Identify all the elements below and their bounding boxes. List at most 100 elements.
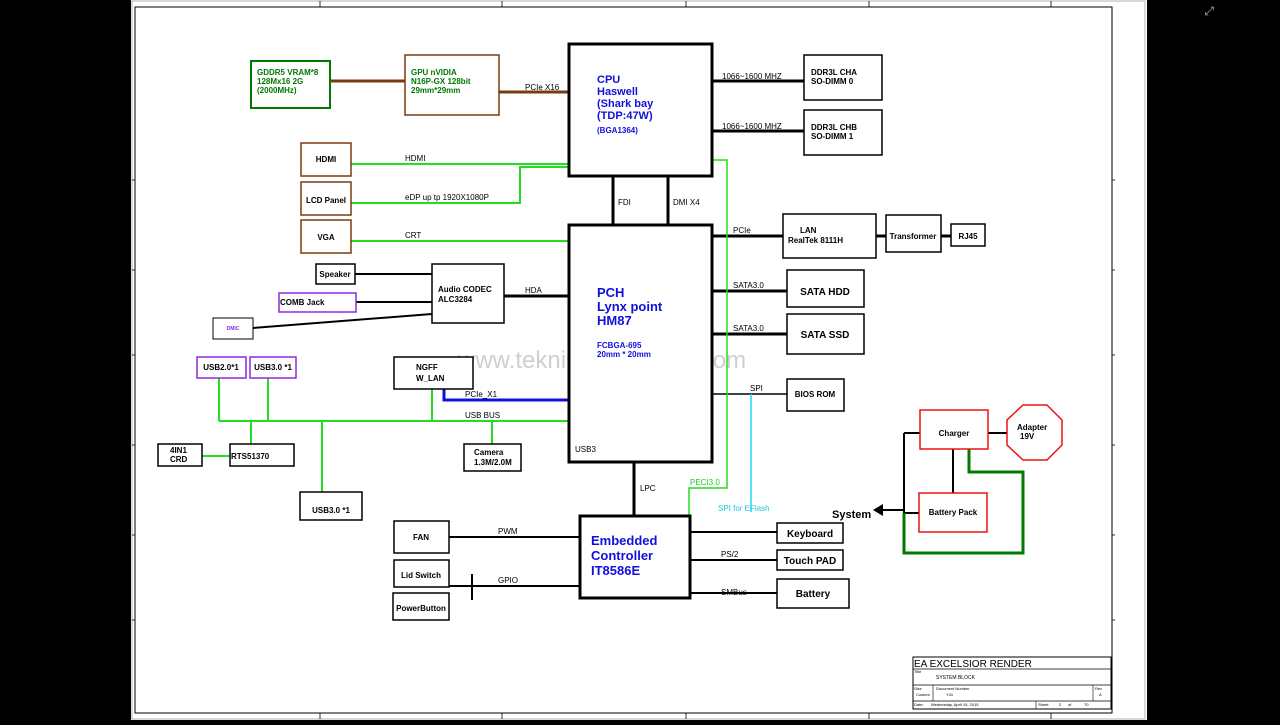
pcie-x1-label: PCIe_X1 xyxy=(465,390,498,399)
svg-text:Y41: Y41 xyxy=(946,692,954,697)
svg-text:CPU: CPU xyxy=(597,74,620,86)
usb-bus xyxy=(202,378,569,492)
svg-text:USB3: USB3 xyxy=(575,445,596,454)
ec-block: Embedded Controller IT8586E xyxy=(578,514,692,600)
svg-text:PCH: PCH xyxy=(597,285,624,300)
camera-block: Camera 1.3M/2.0M xyxy=(463,443,522,472)
ddr-cha-block: DDR3L CHA SO-DIMM 0 xyxy=(803,54,883,101)
svg-text:HDMI: HDMI xyxy=(316,155,336,164)
fan-block: FAN xyxy=(393,520,450,554)
svg-text:(2000MHz): (2000MHz) xyxy=(257,86,297,95)
title-block: EA EXCELSIOR RENDER Title SYSTEM BLOCK S… xyxy=(912,656,1112,710)
svg-text:USB2.0*1: USB2.0*1 xyxy=(203,363,239,372)
svg-text:Date:: Date: xyxy=(914,702,924,707)
svg-text:W_LAN: W_LAN xyxy=(416,374,445,383)
svg-text:GPU nVIDIA: GPU nVIDIA xyxy=(411,68,457,77)
battery-block: Battery xyxy=(776,578,850,609)
adapter-block: Adapter 19V xyxy=(1006,404,1063,461)
dmic-block: DMIC xyxy=(212,317,254,340)
svg-text:(BGA1364): (BGA1364) xyxy=(597,126,638,135)
cpu-block: CPU Haswell (Shark bay (TDP:47W) (BGA136… xyxy=(567,42,714,178)
svg-text:HM87: HM87 xyxy=(597,313,632,328)
signal-labels: PCIe X16 1066~1600 MHZ 1066~1600 MHZ HDM… xyxy=(405,72,782,597)
svg-text:SATA SSD: SATA SSD xyxy=(801,330,850,341)
spi-flash-label: SPI for EFlash xyxy=(718,504,770,513)
svg-text:Audio CODEC: Audio CODEC xyxy=(438,285,492,294)
ddr-chb-block: DDR3L CHB SO-DIMM 1 xyxy=(803,109,883,156)
usb2-port-block: USB2.0*1 xyxy=(196,356,247,379)
ps2-signal-label: PS/2 xyxy=(721,550,739,559)
lid-switch-block: Lid Switch xyxy=(393,559,450,588)
expand-arrows-icon[interactable]: ⤢ xyxy=(1204,4,1214,18)
peci-signal-label: PECI3.0 xyxy=(690,478,720,487)
svg-text:IT8586E: IT8586E xyxy=(591,563,640,578)
block-diagram: www.teknisi-indonesia.com xyxy=(131,0,1146,720)
lan-block: LAN RealTek 8111H xyxy=(782,213,877,259)
svg-text:Camera: Camera xyxy=(474,448,504,457)
pcie-x16-label: PCIe X16 xyxy=(525,83,560,92)
svg-text:(TDP:47W): (TDP:47W) xyxy=(597,110,653,122)
svg-text:USB3.0 *1: USB3.0 *1 xyxy=(254,363,292,372)
svg-text:N16P-GX 128bit: N16P-GX 128bit xyxy=(411,77,471,86)
svg-text:RJ45: RJ45 xyxy=(958,232,978,241)
svg-text:19V: 19V xyxy=(1020,432,1035,441)
lcd-panel-block: LCD Panel xyxy=(300,181,352,216)
smbus-signal-label: SMBus xyxy=(721,588,747,597)
svg-text:Transformer: Transformer xyxy=(890,232,937,241)
zone-markers xyxy=(132,1,1115,719)
svg-text:LAN: LAN xyxy=(800,226,817,235)
svg-text:128Mx16 2G: 128Mx16 2G xyxy=(257,77,303,86)
svg-text:Haswell: Haswell xyxy=(597,86,638,98)
svg-text:SATA HDD: SATA HDD xyxy=(800,287,850,298)
usb-bus-label: USB BUS xyxy=(465,411,500,420)
svg-text:70: 70 xyxy=(1084,702,1089,707)
power-button-block: PowerButton xyxy=(392,592,450,621)
svg-text:of: of xyxy=(1068,702,1072,707)
display-links xyxy=(351,163,569,242)
peci-link xyxy=(688,159,728,518)
svg-text:Adapter: Adapter xyxy=(1017,423,1047,432)
svg-text:1.3M/2.0M: 1.3M/2.0M xyxy=(474,458,512,467)
svg-text:Sheet: Sheet xyxy=(1038,702,1049,707)
svg-text:(Shark bay: (Shark bay xyxy=(597,98,654,110)
svg-text:Lynx point: Lynx point xyxy=(597,299,663,314)
dmi-signal-label: DMI X4 xyxy=(673,198,700,207)
audio-links xyxy=(252,273,433,329)
power-links xyxy=(902,432,1025,555)
crt-signal-label: CRT xyxy=(405,231,421,240)
svg-text:Size: Size xyxy=(914,686,923,691)
system-label: System xyxy=(832,509,871,521)
svg-text:RTS51370: RTS51370 xyxy=(231,452,270,461)
sata-hdd-block: SATA HDD xyxy=(786,269,865,308)
vga-block: VGA xyxy=(300,219,352,254)
ngff-wlan-block: NGFF W_LAN xyxy=(393,356,474,390)
hdmi-block: HDMI xyxy=(300,142,352,177)
svg-text:SO-DIMM 0: SO-DIMM 0 xyxy=(811,77,854,86)
svg-text:DDR3L CHA: DDR3L CHA xyxy=(811,68,857,77)
rts-block: RTS51370 xyxy=(229,443,295,467)
svg-text:SO-DIMM 1: SO-DIMM 1 xyxy=(811,132,854,141)
fdi-signal-label: FDI xyxy=(618,198,631,207)
mem-b-label: 1066~1600 MHZ xyxy=(722,122,782,131)
svg-text:Custom: Custom xyxy=(916,692,930,697)
system-arrow-icon xyxy=(873,504,904,516)
pcie-lan-label: PCIe xyxy=(733,226,751,235)
sata-ssd-block: SATA SSD xyxy=(786,313,865,355)
edp-signal-label: eDP up tp 1920X1080P xyxy=(405,193,489,202)
vram-block: GDDR5 VRAM*8 128Mx16 2G (2000MHz) xyxy=(250,60,331,109)
svg-text:Keyboard: Keyboard xyxy=(787,529,833,540)
svg-text:FAN: FAN xyxy=(413,533,429,542)
schematic-sheet: www.teknisi-indonesia.com xyxy=(131,0,1147,720)
speaker-block: Speaker xyxy=(315,263,356,285)
pch-block: PCH Lynx point HM87 FCBGA-695 20mm * 20m… xyxy=(567,223,714,464)
usb3-port-block-a: USB3.0 *1 xyxy=(249,356,297,379)
svg-text:Document Number: Document Number xyxy=(936,686,970,691)
svg-text:Battery: Battery xyxy=(796,589,831,600)
svg-text:Embedded: Embedded xyxy=(591,533,658,548)
hda-signal-label: HDA xyxy=(525,286,543,295)
rj45-block: RJ45 xyxy=(950,223,986,247)
touchpad-block: Touch PAD xyxy=(776,549,844,571)
ec-links xyxy=(449,531,777,600)
svg-text:20mm * 20mm: 20mm * 20mm xyxy=(597,350,651,359)
comb-jack-block: COMB Jack xyxy=(278,292,357,313)
